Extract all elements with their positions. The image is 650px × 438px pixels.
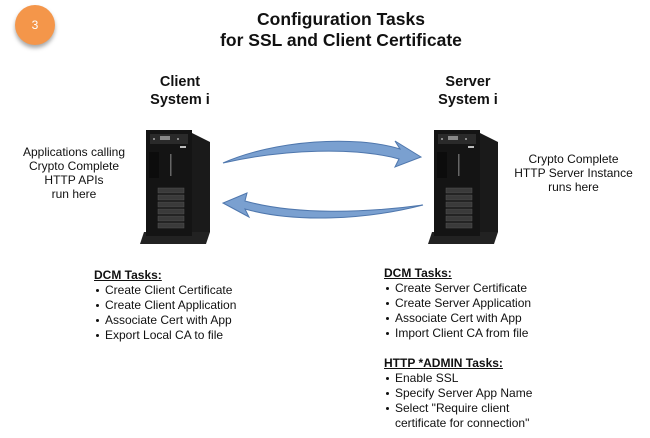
task-item: Enable SSL bbox=[384, 371, 594, 386]
task-item: Import Client CA from file bbox=[384, 326, 584, 341]
client-desc-line: HTTP APIs bbox=[44, 173, 104, 187]
step-number-badge: 3 bbox=[15, 5, 55, 45]
arrows-diagram bbox=[221, 140, 424, 219]
client-server-tower-icon bbox=[140, 130, 210, 244]
arrow-client-to-server bbox=[222, 140, 423, 168]
task-item: Associate Cert with App bbox=[94, 313, 284, 328]
server-admin-heading: HTTP *ADMIN Tasks: bbox=[384, 356, 503, 370]
server-desc-line: Crypto Complete bbox=[528, 152, 619, 166]
task-item: Select "Require client bbox=[384, 401, 594, 416]
server-tower-icon bbox=[428, 130, 498, 244]
client-label-line-2: System i bbox=[150, 92, 210, 108]
client-system-label: Client System i bbox=[120, 73, 240, 109]
task-item: Specify Server App Name bbox=[384, 386, 594, 401]
server-desc-line: HTTP Server Instance bbox=[514, 166, 633, 180]
server-label-line-1: Server bbox=[445, 74, 491, 90]
server-admin-tasks: HTTP *ADMIN Tasks: Enable SSL Specify Se… bbox=[384, 356, 594, 431]
server-desc-line: runs here bbox=[548, 180, 599, 194]
server-system-label: Server System i bbox=[408, 73, 528, 109]
task-item: Create Client Certificate bbox=[94, 283, 284, 298]
client-dcm-tasks: DCM Tasks: Create Client Certificate Cre… bbox=[94, 268, 284, 343]
server-description: Crypto Complete HTTP Server Instance run… bbox=[506, 152, 641, 194]
client-desc-line: Crypto Complete bbox=[28, 159, 120, 173]
page-title: Configuration Tasks for SSL and Client C… bbox=[0, 9, 650, 51]
task-item: Create Server Application bbox=[384, 296, 584, 311]
client-dcm-heading: DCM Tasks: bbox=[94, 268, 162, 282]
task-item-continuation: certificate for connection" bbox=[395, 416, 530, 430]
client-description: Applications calling Crypto Complete HTT… bbox=[8, 145, 140, 201]
client-label-line-1: Client bbox=[159, 74, 201, 90]
client-desc-line: run here bbox=[51, 187, 97, 201]
title-line-2: for SSL and Client Certificate bbox=[220, 30, 462, 50]
arrow-server-to-client bbox=[221, 192, 424, 219]
task-item: Create Server Certificate bbox=[384, 281, 584, 296]
task-item: Create Client Application bbox=[94, 298, 284, 313]
task-item: Associate Cert with App bbox=[384, 311, 584, 326]
server-dcm-heading: DCM Tasks: bbox=[384, 266, 452, 280]
server-dcm-tasks: DCM Tasks: Create Server Certificate Cre… bbox=[384, 266, 584, 341]
server-label-line-2: System i bbox=[438, 92, 498, 108]
task-item: Export Local CA to file bbox=[94, 328, 284, 343]
client-desc-line: Applications calling bbox=[22, 145, 126, 159]
step-number: 3 bbox=[31, 18, 39, 32]
title-line-1: Configuration Tasks bbox=[257, 9, 425, 29]
